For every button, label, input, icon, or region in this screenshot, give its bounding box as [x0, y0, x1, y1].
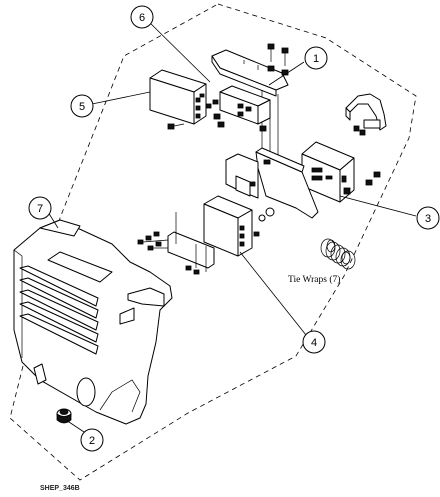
tie-wraps-coil	[320, 238, 356, 270]
leader-lines	[47, 18, 417, 433]
callout-1: 1	[304, 46, 328, 70]
callout-6: 6	[130, 5, 154, 29]
reference-code: SHEP_346B	[40, 485, 80, 492]
module-4	[203, 195, 260, 257]
callout-2: 2	[80, 428, 104, 452]
module-3	[301, 141, 355, 203]
svg-text:2: 2	[89, 435, 95, 447]
module-4-screws	[137, 231, 200, 275]
tie-wraps-label: Tie Wraps (7)	[288, 274, 340, 285]
module-5-screws	[167, 123, 185, 130]
module-5	[149, 69, 207, 125]
strap-bracket	[345, 93, 387, 131]
callout-4: 4	[302, 330, 326, 354]
knob-part-2	[56, 408, 72, 424]
callout-3: 3	[416, 206, 440, 230]
bracket-screws	[267, 43, 289, 76]
svg-text:5: 5	[79, 101, 85, 113]
main-bracket-plate	[225, 147, 319, 222]
svg-text:3: 3	[425, 213, 431, 225]
svg-text:7: 7	[37, 203, 43, 215]
svg-text:4: 4	[311, 337, 317, 349]
assembly-boundary-dashed	[9, 3, 417, 481]
mounting-bracket	[211, 49, 289, 97]
callout-5: 5	[70, 94, 94, 118]
svg-text:6: 6	[139, 12, 145, 24]
cover-housing	[13, 219, 173, 425]
strap-screws	[353, 125, 366, 136]
module-6	[205, 85, 271, 125]
callout-7: 7	[28, 196, 52, 220]
svg-text:1: 1	[313, 53, 319, 65]
module-6-screws	[213, 113, 267, 132]
module-4-mount-plate	[167, 212, 215, 272]
module-3-screws	[365, 171, 381, 186]
